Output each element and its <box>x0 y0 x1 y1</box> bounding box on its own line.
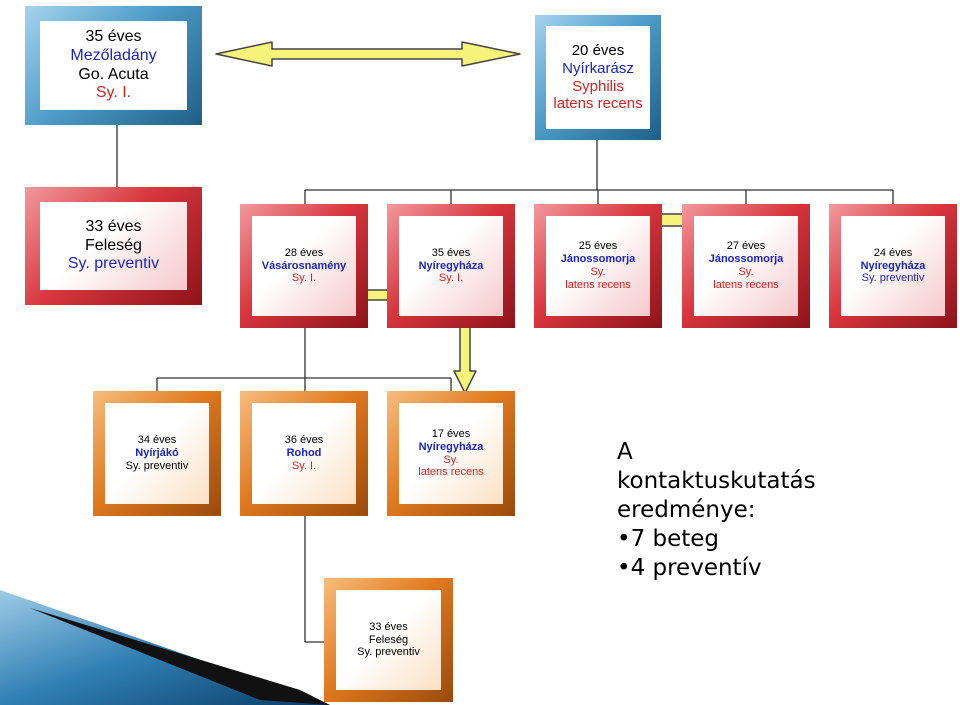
location-label: Vásárosnamény <box>261 259 347 272</box>
location-label: Nyíregyháza <box>418 440 484 453</box>
status-label: Sy. I. <box>95 84 132 102</box>
result-line-1: A <box>617 439 633 465</box>
location-label: Rohod <box>286 447 322 460</box>
decorative-wedge-black <box>30 608 330 705</box>
status-label: latens recens <box>565 278 631 291</box>
location-label: Nyíregyháza <box>418 259 484 272</box>
status-label: Sy. I. <box>291 272 317 285</box>
contact-box-vasarosnameny: 28 éves Vásárosnamény Sy. I. <box>240 204 368 328</box>
diagnosis-label: Go. Acuta <box>78 65 149 83</box>
case-box-nyirkarasz: 20 éves Nyírkarász Syphilis latens recen… <box>535 15 661 140</box>
status-label: latens recens <box>713 278 779 291</box>
status-label: latens recens <box>418 466 484 479</box>
status-label: Sy. I. <box>438 272 464 285</box>
age-label: 33 éves <box>369 620 408 633</box>
arrow-top <box>215 41 521 67</box>
contact-box-janossomorja-2: 27 éves Jánossomorja Sy. latens recens <box>682 204 810 328</box>
diagnosis-label: Sy. <box>738 266 754 278</box>
relation-label: Feleség <box>368 633 409 646</box>
age-label: 20 éves <box>571 42 625 60</box>
contact-box-feleseg-2: 33 éves Feleség Sy. preventiv <box>324 578 453 702</box>
location-label: Nyírkarász <box>562 59 634 77</box>
contact-box-nyiregyhaza-3: 17 éves Nyíregyháza Sy. latens recens <box>387 391 515 516</box>
age-label: 33 éves <box>85 217 142 235</box>
location-label: Nyíregyháza <box>860 259 926 272</box>
location-label: Mezőladány <box>70 46 157 64</box>
contact-box-nyirjako: 34 éves Nyírjákó Sy. preventiv <box>93 391 221 516</box>
status-label: Sy. preventiv <box>67 255 160 273</box>
status-label: latens recens <box>553 95 643 113</box>
age-label: 24 éves <box>873 246 913 259</box>
location-label: Jánossomorja <box>708 253 784 266</box>
case-box-mezoladany: 35 éves Mezőladány Go. Acuta Sy. I. <box>25 6 202 125</box>
age-label: 27 éves <box>726 240 766 253</box>
result-line-preventive: •4 preventív <box>617 555 762 581</box>
status-label: Sy. preventiv <box>861 272 925 285</box>
contact-box-rohod: 36 éves Rohod Sy. I. <box>240 391 368 516</box>
diagnosis-label: Syphilis <box>572 77 624 95</box>
location-label: Jánossomorja <box>560 253 636 266</box>
result-line-3: eredménye: <box>617 497 756 523</box>
age-label: 36 éves <box>284 434 324 447</box>
age-label: 35 éves <box>85 27 142 45</box>
contact-box-nyiregyhaza-1: 35 éves Nyíregyháza Sy. I. <box>387 204 515 328</box>
status-label: Sy. preventiv <box>125 459 189 472</box>
age-label: 25 éves <box>578 240 618 253</box>
diagnosis-label: Sy. <box>443 453 459 466</box>
age-label: 34 éves <box>137 434 177 447</box>
location-label: Nyírjákó <box>135 447 179 460</box>
result-summary: A kontaktuskutatás eredménye: •7 beteg •… <box>617 438 816 583</box>
status-label: Sy. I. <box>291 459 317 472</box>
result-line-2: kontaktuskutatás <box>617 468 816 494</box>
status-label: Sy. preventiv <box>357 646 420 659</box>
age-label: 35 éves <box>431 246 471 259</box>
contact-box-janossomorja-1: 25 éves Jánossomorja Sy. latens recens <box>534 204 662 328</box>
contact-box-feleseg: 33 éves Feleség Sy. preventiv <box>25 187 202 305</box>
age-label: 17 éves <box>431 427 471 440</box>
age-label: 28 éves <box>284 246 324 259</box>
result-line-patients: •7 beteg <box>617 526 720 552</box>
contact-box-nyiregyhaza-2: 24 éves Nyíregyháza Sy. preventiv <box>829 204 957 328</box>
relation-label: Feleség <box>85 236 142 254</box>
diagnosis-label: Sy. <box>590 266 606 278</box>
